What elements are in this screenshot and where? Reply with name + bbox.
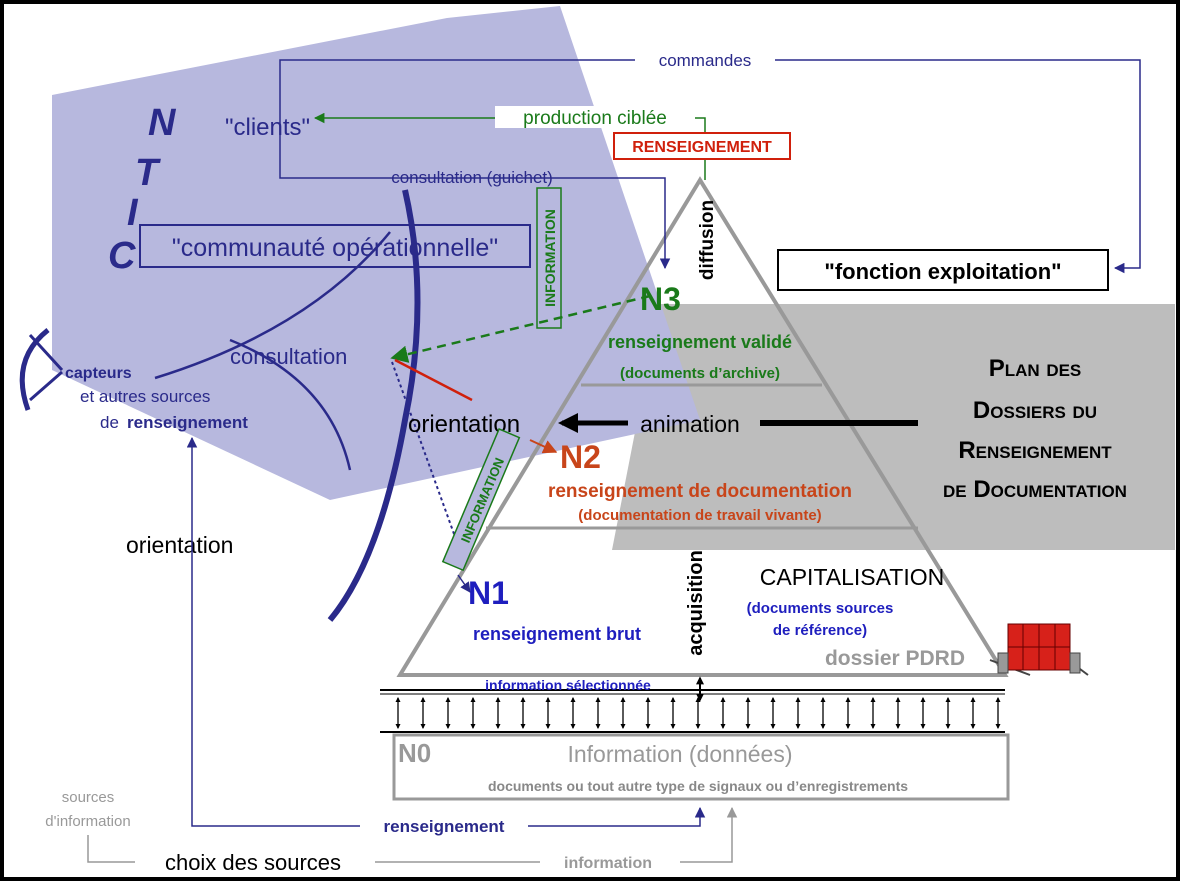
commandes-arrow bbox=[279, 59, 1141, 274]
communaute-label: "communauté opérationnelle" bbox=[172, 234, 498, 262]
information-top-box bbox=[536, 187, 562, 329]
sensor-arc-upper bbox=[154, 231, 391, 380]
renseignement-bottom-label: renseignement bbox=[384, 817, 505, 836]
dossier-pdrd-label: dossier PDRD bbox=[825, 647, 965, 670]
n0-label: N0 bbox=[398, 738, 431, 768]
production-label: production ciblée bbox=[523, 108, 667, 129]
plan-line-2: Dossiers du bbox=[973, 397, 1097, 424]
information-bottom-bg bbox=[540, 850, 680, 874]
plan-line-1: Plan des bbox=[989, 355, 1082, 382]
docs-sources-label-2: de référence) bbox=[773, 622, 867, 639]
n3-sub: (documents d’archive) bbox=[620, 365, 780, 382]
de-label: de bbox=[100, 413, 119, 432]
renseignement-bottom-bg bbox=[360, 815, 528, 837]
n0-sub: documents ou tout autre type de signaux … bbox=[488, 778, 908, 794]
commandes-label: commandes bbox=[659, 51, 752, 70]
red-link bbox=[394, 358, 473, 402]
info-selectionnee-label: information sélectionnée bbox=[485, 677, 651, 693]
choix-loop bbox=[87, 806, 738, 863]
fonction-box bbox=[777, 249, 1109, 291]
plan-title: Plan des Dossiers du Renseignement de Do… bbox=[943, 355, 1127, 503]
diffusion-label: diffusion bbox=[697, 200, 718, 280]
ntic-c: C bbox=[108, 235, 136, 277]
n1-title: renseignement brut bbox=[473, 624, 641, 644]
capteurs-label: capteurs bbox=[65, 365, 132, 382]
plan-line-3: Renseignement bbox=[958, 437, 1112, 464]
orientation-left-label: orientation bbox=[126, 532, 233, 558]
renseignement-box-label: RENSEIGNEMENT bbox=[632, 139, 772, 156]
consultation-label: consultation bbox=[230, 344, 347, 369]
n2-title: renseignement de documentation bbox=[548, 481, 852, 502]
docs-sources-label-1: (documents sources bbox=[747, 600, 894, 617]
information-top-label: INFORMATION bbox=[542, 209, 558, 307]
renseignement-box bbox=[613, 132, 791, 160]
n1-label: N1 bbox=[468, 575, 509, 611]
capteur-icon bbox=[19, 328, 50, 411]
commandes-label-bg bbox=[635, 50, 775, 70]
n3-title: renseignement validé bbox=[608, 332, 792, 352]
consultation-guichet-label: consultation (guichet) bbox=[391, 168, 553, 187]
binder-icon bbox=[989, 623, 1089, 676]
clients-label: "clients" bbox=[225, 114, 310, 141]
communaute-box bbox=[139, 224, 531, 268]
choix-bg bbox=[135, 848, 375, 876]
ntic-t: T bbox=[135, 152, 161, 194]
n2-sub: (documentation de travail vivante) bbox=[578, 507, 821, 524]
production-label-bg bbox=[495, 106, 695, 128]
n2-label: N2 bbox=[560, 439, 601, 475]
capteur-icon-line2 bbox=[29, 370, 63, 402]
n0-title: Information (données) bbox=[567, 741, 792, 767]
capteur-icon-line1 bbox=[28, 333, 64, 372]
capitalisation-label: CAPITALISATION bbox=[760, 564, 944, 590]
plan-line-4: de Documentation bbox=[943, 476, 1127, 503]
choix-label: choix des sources bbox=[165, 850, 341, 875]
acquisition-label: acquisition bbox=[685, 550, 707, 656]
n3-label: N3 bbox=[640, 281, 681, 317]
fonction-label: "fonction exploitation" bbox=[824, 259, 1061, 284]
ntic-zone bbox=[52, 6, 700, 500]
pdrd-panel bbox=[612, 304, 1175, 550]
autres-sources-label: et autres sources bbox=[80, 387, 210, 406]
information-bottom-text: information bbox=[564, 855, 652, 872]
animation-label: animation bbox=[640, 411, 740, 437]
sources-label-1: sources bbox=[62, 789, 115, 806]
consultation-guichet-arrow bbox=[279, 135, 671, 270]
ntic-n: N bbox=[148, 102, 177, 144]
sources-label-2: d'information bbox=[45, 813, 130, 830]
ntic-i: I bbox=[127, 192, 139, 234]
renseignement-source-label: renseignement bbox=[127, 413, 248, 432]
